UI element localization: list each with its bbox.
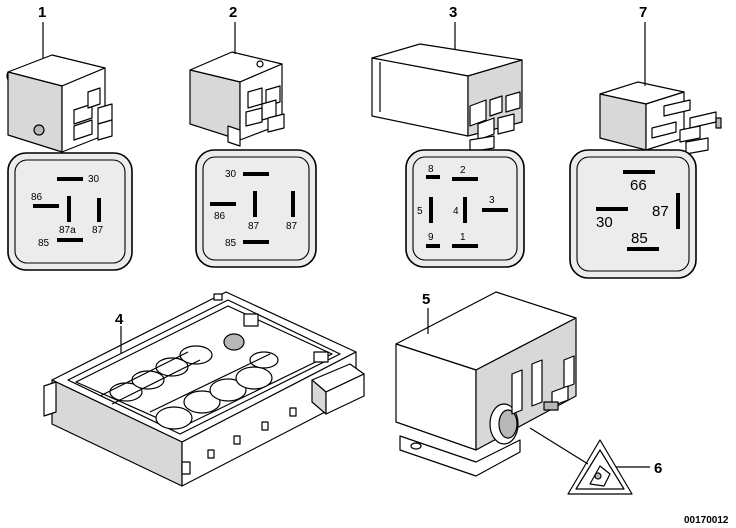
relay-carrier-box — [43, 291, 365, 487]
pin-label-5: 5 — [417, 206, 423, 217]
relay-3-body — [371, 43, 523, 153]
pin-label-30: 30 — [596, 214, 613, 231]
relay-2-body — [189, 51, 285, 147]
pin-label-87: 87 — [652, 203, 669, 220]
pin-label-3: 3 — [489, 195, 495, 206]
pin-label-87: 87 — [248, 221, 260, 232]
pin-label-85: 85 — [631, 230, 648, 247]
relay-7-pin-face: 66 30 87 85 — [569, 149, 697, 279]
callout-2: 2 — [229, 4, 237, 21]
callout-7: 7 — [639, 4, 647, 21]
pin-label-87: 87 — [92, 225, 104, 236]
pin-label-9: 9 — [428, 232, 434, 243]
relay-3-pin-face: 8 2 5 4 3 9 1 — [405, 149, 525, 268]
callout-3: 3 — [449, 4, 457, 21]
pin-label-87a: 87a — [59, 225, 76, 236]
relay-1-body — [6, 54, 113, 153]
pin-label-86: 86 — [31, 192, 43, 203]
leader-6 — [529, 427, 650, 468]
pin-label-1: 1 — [460, 232, 466, 243]
relay-1-pin-face: 30 86 87a 87 85 — [7, 152, 133, 271]
pin-label-66: 66 — [630, 177, 647, 194]
pin-label-86: 86 — [214, 211, 226, 222]
document-number: 00170012 — [684, 515, 729, 526]
pin-label-30: 30 — [88, 174, 100, 185]
pin-label-30: 30 — [225, 169, 237, 180]
pin-label-8: 8 — [428, 164, 434, 175]
pin-label-87-second: 87 — [286, 221, 298, 232]
relay-5-body — [395, 291, 577, 477]
relay-7-body — [599, 81, 722, 155]
pin-label-2: 2 — [460, 165, 466, 176]
callout-6: 6 — [654, 460, 662, 477]
pin-label-85: 85 — [225, 238, 237, 249]
relay-2-pin-face: 30 86 87 87 85 — [195, 149, 317, 268]
callout-4: 4 — [115, 311, 124, 328]
pin-label-85: 85 — [38, 238, 50, 249]
callout-5: 5 — [422, 291, 430, 308]
pin-label-4: 4 — [453, 206, 459, 217]
callout-1: 1 — [38, 4, 46, 21]
